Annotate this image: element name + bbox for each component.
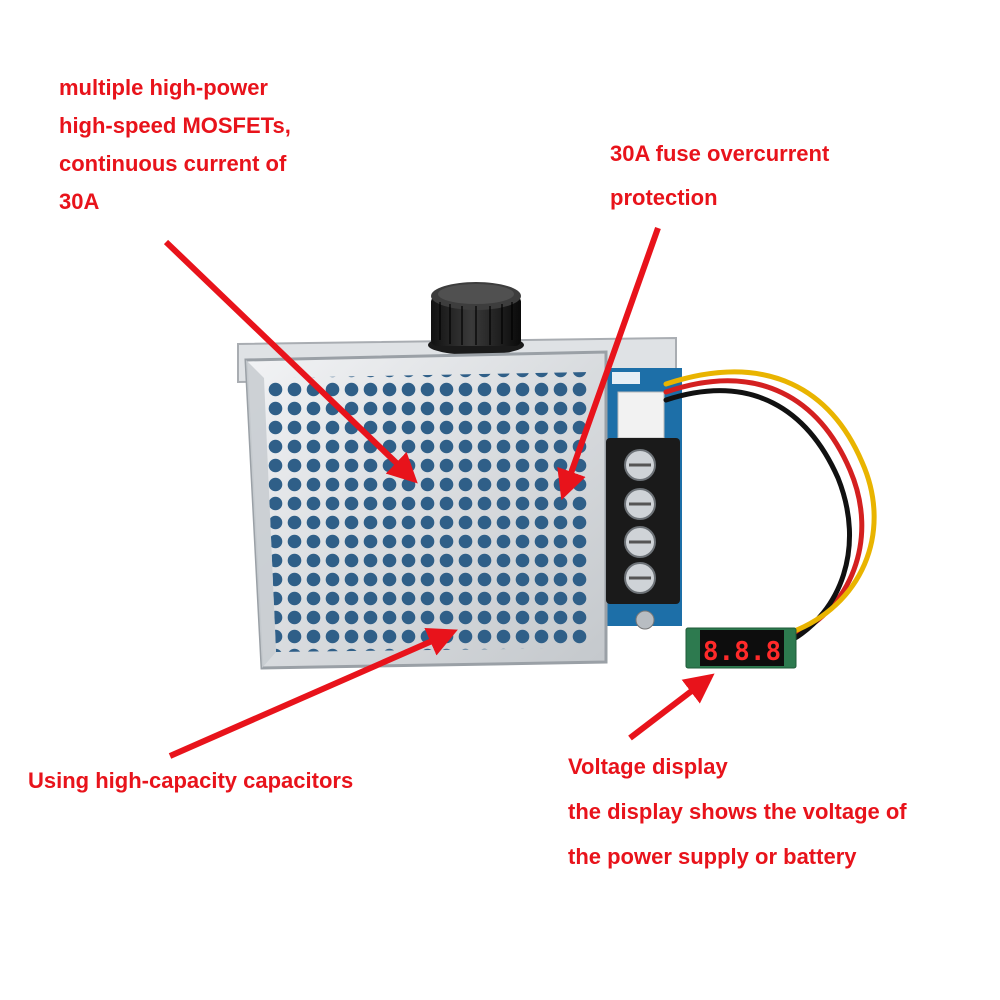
annotation-mosfet-line: high-speed MOSFETs, xyxy=(59,113,291,138)
terminal-block xyxy=(606,438,680,630)
annotation-capacitors: Using high-capacity capacitors xyxy=(28,762,353,800)
potentiometer-knob xyxy=(428,282,524,355)
led-display-digits: 8.8.8 xyxy=(703,637,781,667)
voltage-arrow xyxy=(628,673,715,741)
annotation-fuse-line: 30A fuse overcurrent xyxy=(610,141,830,166)
annotation-capacitors-line: Using high-capacity capacitors xyxy=(28,768,354,793)
annotation-fuse: 30A fuse overcurrent protection xyxy=(610,132,829,220)
mosfet-arrow xyxy=(163,239,418,484)
annotation-voltage-line: Voltage display xyxy=(568,754,728,779)
annotation-mosfet: multiple high-power high-speed MOSFETs, … xyxy=(59,69,291,221)
capacitors-arrow xyxy=(168,627,458,759)
annotation-fuse-line: protection xyxy=(610,185,718,210)
fuse-arrow xyxy=(557,226,661,501)
annotation-mosfet-line: multiple high-power xyxy=(59,75,268,100)
annotation-arrows xyxy=(163,226,715,759)
annotation-mosfet-line: 30A xyxy=(59,189,100,214)
annotation-mosfet-line: continuous current of xyxy=(59,151,287,176)
annotation-voltage-line: the display shows the voltage of xyxy=(568,799,907,824)
annotation-voltage: Voltage display the display shows the vo… xyxy=(568,744,907,879)
annotation-voltage-line: the power supply or battery xyxy=(568,844,857,869)
voltmeter-module xyxy=(685,627,797,669)
display-wires xyxy=(663,369,877,643)
perforated-cover xyxy=(244,350,608,670)
